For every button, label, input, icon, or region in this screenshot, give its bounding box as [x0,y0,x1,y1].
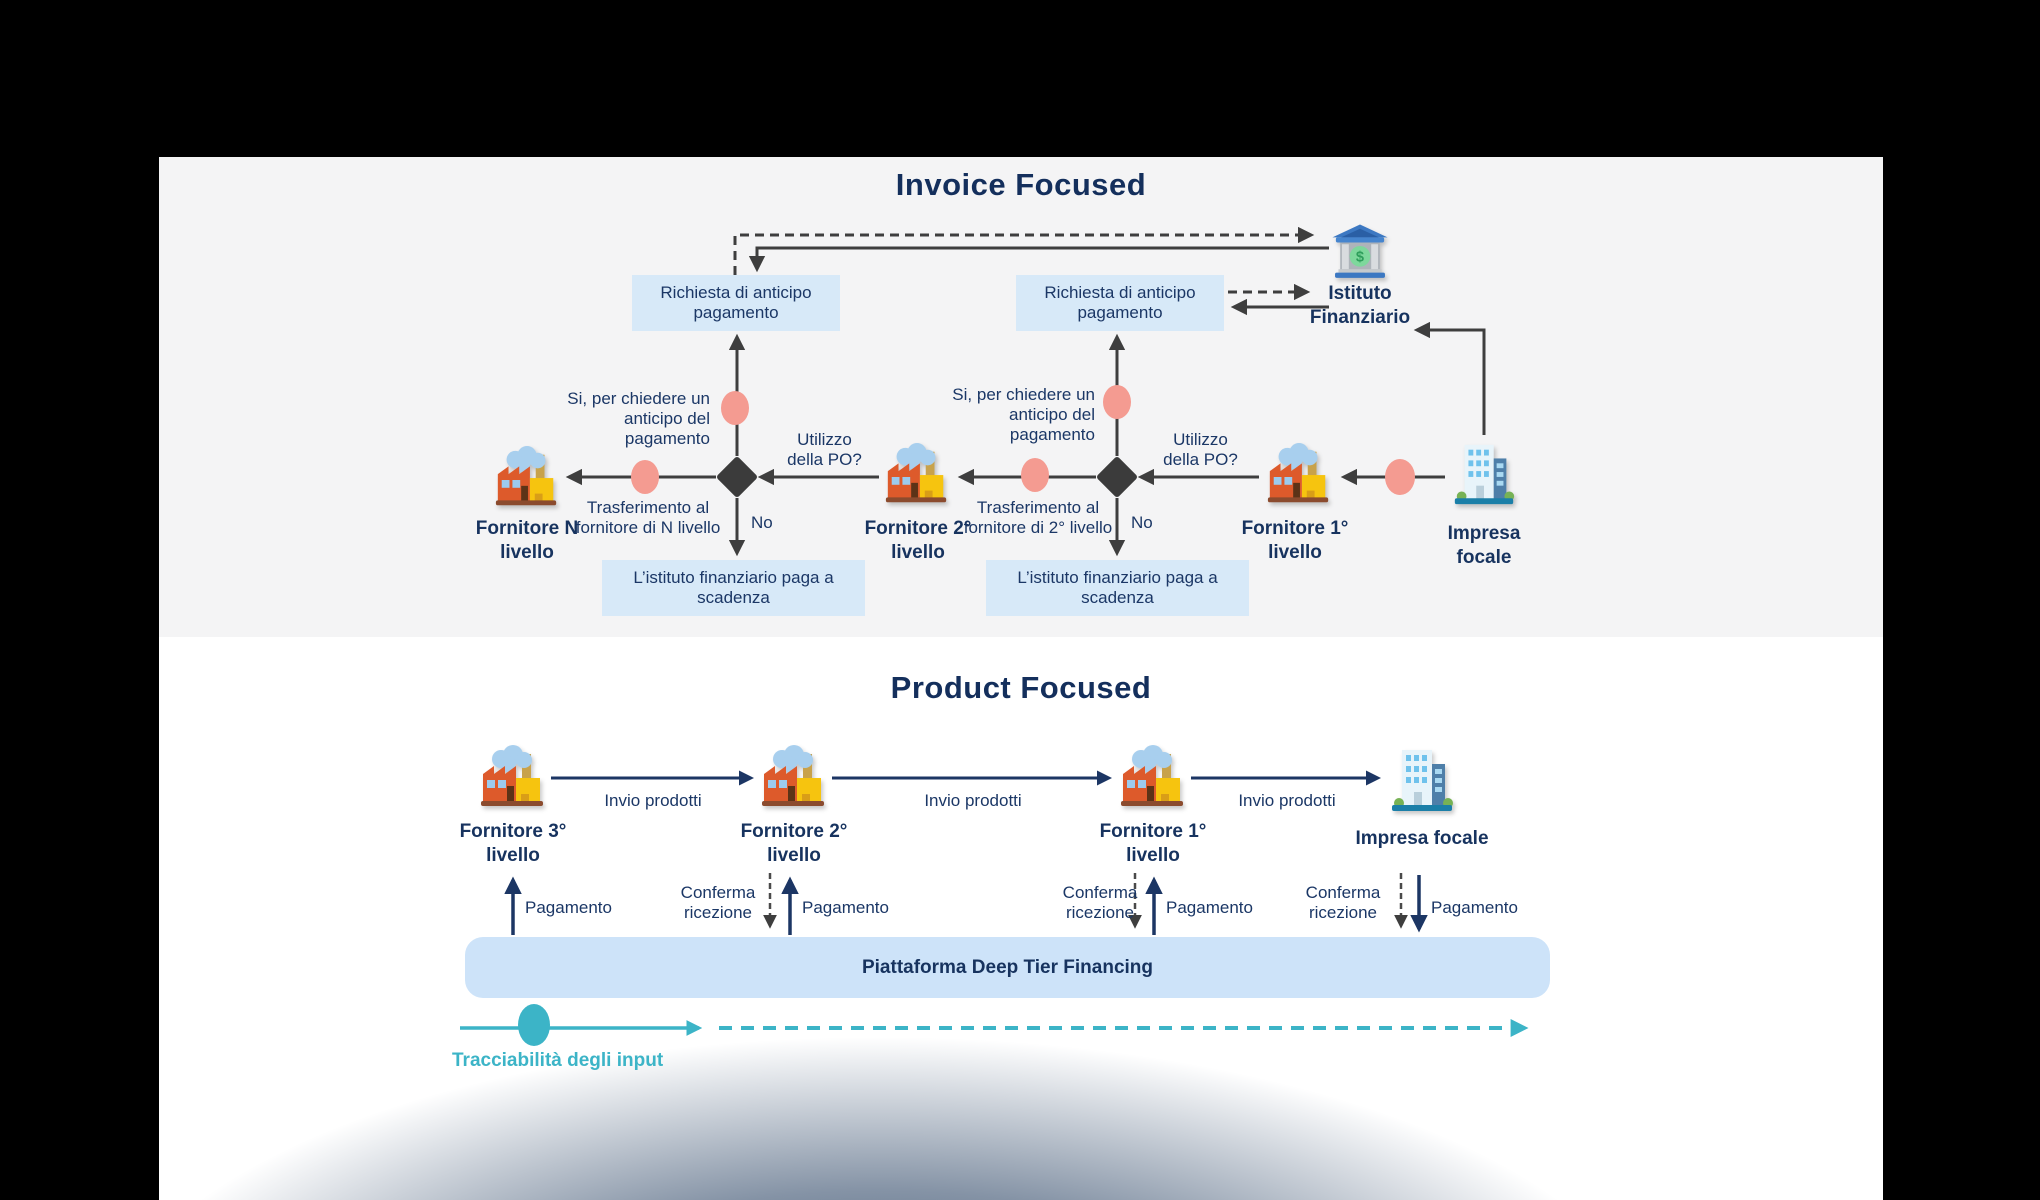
institution-pays-box-right: L’istituto finanziario paga a scadenza [986,560,1249,616]
ship-label-1: Invio prodotti [604,791,702,810]
timeline-current-marker [518,1004,550,1046]
supplier-3-label: Fornitore 3° livello [459,821,567,866]
factory-icon [758,744,830,816]
factory-icon [882,442,952,512]
focal-company-label-product: Impresa focale [1355,828,1489,849]
payment-label-2: Pagamento [802,898,889,917]
financial-institution-label: Istituto Finanziario [1309,283,1411,328]
transfer-label-left: Trasferimento al fornitore di N livello [575,498,721,538]
arrow-request-left-to-bank [733,226,1315,275]
factory-icon [1264,442,1334,512]
supplier-2-label-invoice: Fornitore 2° livello [864,518,972,563]
invoice-section-title: Invoice Focused [895,167,1147,202]
platform-bar: Piattaforma Deep Tier Financing [465,937,1550,998]
ship-label-2: Invio prodotti [924,791,1022,810]
confirm-label-2: Conferma ricezione [1062,883,1138,923]
step-marker-focal [1385,459,1415,495]
factory-icon [477,744,549,816]
ship-label-3: Invio prodotti [1238,791,1336,810]
institution-pays-box-left: L’istituto finanziario paga a scadenza [602,560,865,616]
invoice-section-background [159,157,1883,637]
connector-layer [460,226,1529,1046]
transfer-label-right: Trasferimento al fornitore di 2° livello [963,498,1113,538]
yes-label-left: Si, per chiedere un anticipo del pagamen… [567,389,710,449]
no-label-right: No [1131,513,1153,532]
office-building-icon [1449,439,1519,509]
supplier-1-label-product: Fornitore 1° livello [1099,821,1207,866]
decision-diamond-right [1097,457,1137,497]
step-marker-right-transfer [1021,458,1049,492]
payment-label-4: Pagamento [1431,898,1518,917]
slide-content: Invoice Focused Istituto Finanziario Ric… [159,157,1883,1200]
request-advance-box-right: Richiesta di anticipo pagamento [1016,275,1224,331]
decision-diamond-left [717,457,757,497]
product-section-title: Product Focused [890,670,1152,705]
step-marker-right-yes [1103,385,1131,419]
po-question-left: Utilizzo della PO? [787,430,862,470]
factory-icon [1117,744,1189,816]
payment-label-1: Pagamento [525,898,612,917]
supplier-1-label-invoice: Fornitore 1° livello [1241,518,1349,563]
supplier-2-label-product: Fornitore 2° livello [740,821,848,866]
supplier-n-label: Fornitore N livello [475,518,579,563]
arrow-focal-to-bank [1413,321,1486,435]
office-building-icon [1386,744,1458,816]
factory-icon [492,445,562,515]
step-marker-left-transfer [631,460,659,494]
traceability-label: Tracciabilità degli input [452,1050,664,1071]
yes-label-right: Si, per chiedere un anticipo del pagamen… [952,385,1095,445]
bank-icon [1329,221,1391,283]
no-label-left: No [751,513,773,532]
step-marker-left-yes [721,391,749,425]
payment-label-3: Pagamento [1166,898,1253,917]
focal-company-label-invoice: Impresa focale [1447,523,1521,568]
confirm-label-1: Conferma ricezione [680,883,756,923]
confirm-label-3: Conferma ricezione [1305,883,1381,923]
po-question-right: Utilizzo della PO? [1163,430,1238,470]
request-advance-box-left: Richiesta di anticipo pagamento [632,275,840,331]
arrow-bank-to-request-left [748,246,1329,273]
